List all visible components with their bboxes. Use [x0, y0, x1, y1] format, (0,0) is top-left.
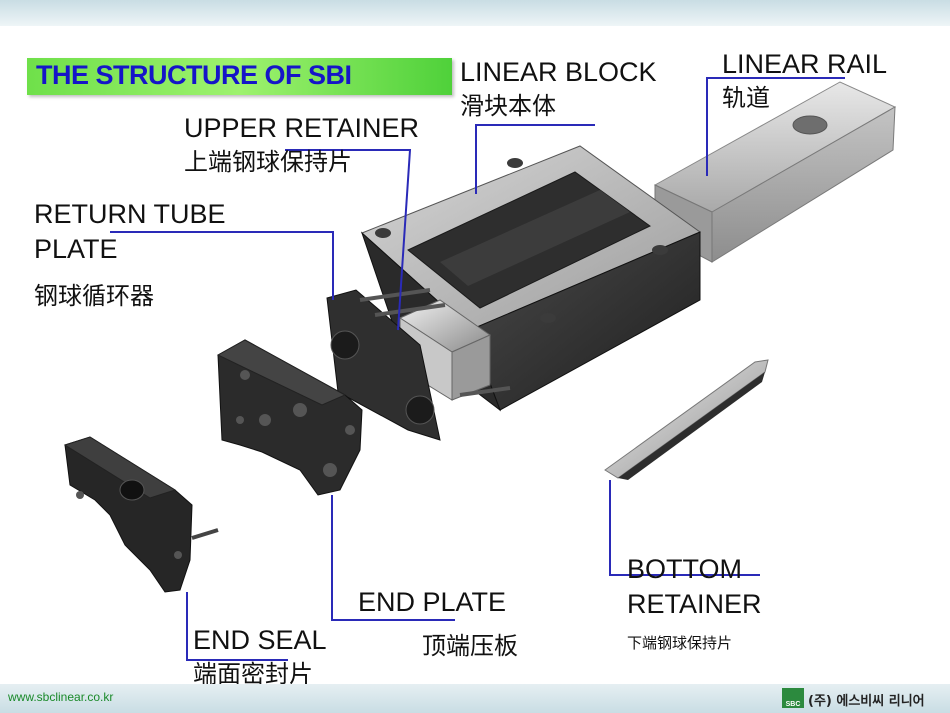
label-linear-block-cn: 滑块本体 — [460, 92, 556, 120]
label-return-tube-plate-cn: 钢球循环器 — [34, 282, 154, 310]
label-return-tube-plate-line1: RETURN TUBE — [34, 199, 226, 229]
top-band — [0, 0, 950, 26]
end-plate — [216, 339, 363, 496]
label-return-tube-plate-line2: PLATE — [34, 234, 118, 264]
label-bottom-retainer-line2: RETAINER — [627, 589, 762, 619]
leader-end-plate — [331, 495, 455, 621]
block-bolt-hole — [652, 245, 668, 255]
return-tube-plate — [326, 288, 511, 441]
rail-bolt-hole — [792, 115, 828, 135]
slide-title: THE STRUCTURE OF SBI — [36, 60, 352, 90]
leader-upper-retainer — [285, 149, 412, 331]
label-end-seal: END SEAL — [193, 625, 327, 655]
label-end-seal-cn: 端面密封片 — [193, 660, 313, 688]
title-banner — [27, 58, 452, 95]
leader-linear-rail — [706, 77, 845, 176]
label-upper-retainer: UPPER RETAINER — [184, 113, 420, 143]
block-bolt-hole — [507, 158, 523, 168]
leader-return-tube-plate — [110, 231, 334, 300]
leader-lines — [110, 77, 845, 661]
label-end-plate: END PLATE — [358, 587, 507, 617]
label-bottom-retainer-line1: BOTTOM — [627, 554, 743, 584]
end-seal — [63, 436, 219, 593]
block-bolt-hole — [375, 228, 391, 238]
block-bolt-hole — [540, 313, 556, 323]
label-end-plate-cn: 顶端压板 — [422, 632, 518, 660]
leader-bottom-retainer — [609, 480, 760, 576]
label-bottom-retainer-cn: 下端钢球保持片 — [627, 634, 733, 652]
footer-company-name: (주) 에스비씨 리니어 — [808, 694, 925, 709]
footer-website: www.sbclinear.co.kr — [8, 690, 114, 704]
sbc-logo: SBC — [782, 688, 804, 708]
leader-linear-block — [475, 124, 595, 194]
label-linear-block: LINEAR BLOCK — [460, 57, 657, 87]
bottom-retainer — [604, 359, 769, 480]
leader-end-seal — [186, 592, 288, 661]
label-upper-retainer-cn: 上端钢球保持片 — [184, 148, 352, 176]
label-linear-rail-cn: 轨道 — [722, 84, 770, 112]
label-linear-rail: LINEAR RAIL — [722, 49, 888, 79]
